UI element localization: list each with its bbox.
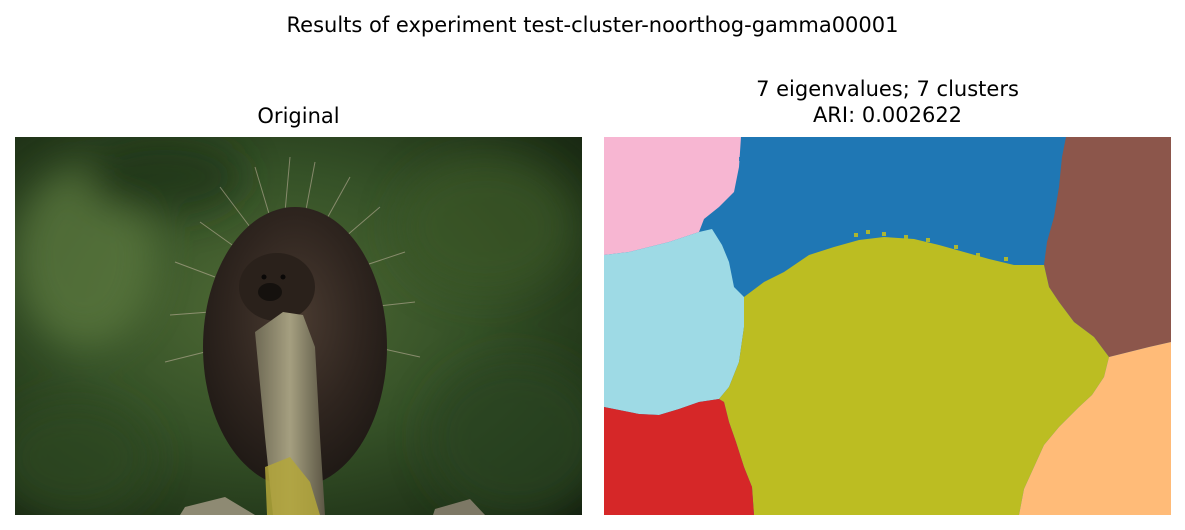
cluster-label-heatmap xyxy=(604,137,1171,515)
cluster-panel-title: 7 eigenvalues; 7 clusters ARI: 0.002622 xyxy=(604,76,1171,128)
cluster-region-olive xyxy=(719,237,1109,515)
cluster-title-line-1: 7 eigenvalues; 7 clusters xyxy=(756,77,1019,101)
porcupine-photo-image xyxy=(15,137,582,515)
cluster-region-brown xyxy=(1044,137,1171,357)
cluster-region-pink xyxy=(604,137,741,255)
cluster-region-orange xyxy=(1019,342,1171,515)
cluster-map-panel xyxy=(604,137,1171,515)
cluster-title-line-2: ARI: 0.002622 xyxy=(812,103,963,127)
original-panel-title: Original xyxy=(257,104,340,128)
cluster-region-red xyxy=(604,399,754,515)
original-image-panel xyxy=(15,137,582,515)
figure-suptitle: Results of experiment test-cluster-noort… xyxy=(286,13,899,37)
cluster-region-lightblue xyxy=(604,229,744,415)
cluster-edge-speckle xyxy=(854,230,1008,261)
